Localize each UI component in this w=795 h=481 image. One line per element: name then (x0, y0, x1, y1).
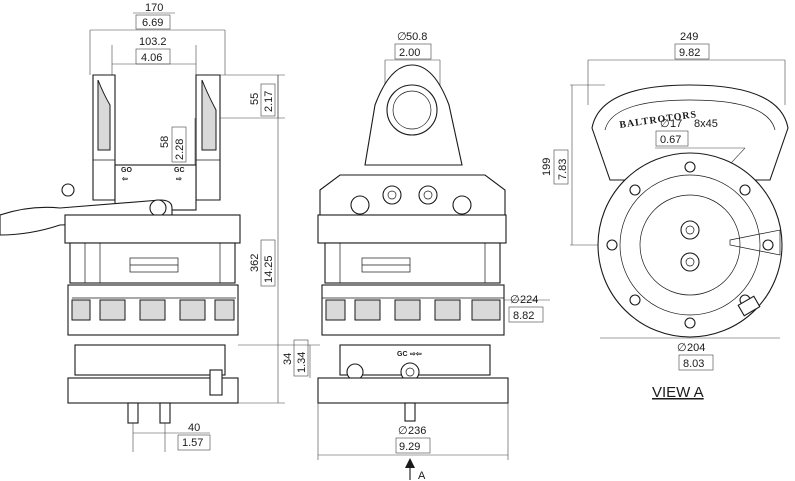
front-base-symbol: ∅ (398, 425, 408, 437)
side-lug-mm: 55 (249, 93, 261, 105)
front-view: ∅ 50.8 2.00 ∅ 224 8.82 (317, 31, 550, 481)
front-base-mm: 236 (408, 425, 426, 437)
front-body-symbol: ∅ (510, 294, 520, 306)
viewa-hole-mm: 17 (670, 118, 682, 130)
side-height-in: 14.25 (263, 255, 275, 283)
side-slot-mm: 58 (159, 136, 171, 148)
front-port-arrow: ⇨⇦ (410, 351, 422, 358)
viewa-width-mm: 249 (680, 31, 698, 43)
front-body-in: 8.82 (513, 310, 534, 322)
viewa-hole-symbol: ∅ (660, 118, 670, 130)
viewa-pcd-in: 8.03 (683, 358, 704, 370)
front-pin-mm: 50.8 (406, 31, 427, 43)
front-pin-symbol: ∅ (397, 31, 407, 43)
viewa-height-in: 7.83 (557, 159, 569, 180)
side-top-mm: 103.2 (139, 36, 167, 48)
side-width-mm: 170 (145, 2, 163, 14)
viewa-hole-count: 8x45 (694, 118, 718, 130)
view-arrow-a: A (418, 470, 426, 481)
side-port-arrow-right: ⇨ (176, 176, 182, 183)
side-view: 170 6.69 103.2 4.06 GO GC ⇦ ⇨ (0, 2, 320, 452)
front-body-mm: 224 (520, 294, 538, 306)
front-base-in: 9.29 (399, 441, 420, 453)
side-width-in: 6.69 (142, 17, 163, 29)
side-port-go: GO (121, 167, 132, 174)
front-port-gc: GC (397, 351, 408, 358)
side-port-gc: GC (174, 167, 185, 174)
viewa-width-in: 9.82 (679, 47, 700, 59)
viewa-pcd-symbol: ∅ (677, 342, 687, 354)
side-flange-mm: 34 (282, 353, 294, 365)
side-slot-in: 2.28 (174, 139, 186, 160)
side-top-in: 4.06 (141, 52, 162, 64)
viewa-height-mm: 199 (541, 158, 553, 176)
side-flange-in: 1.34 (296, 352, 308, 373)
view-a: 249 9.82 199 7.83 BALTROTORS ∅ 17 8x45 0… (541, 31, 789, 401)
viewa-pcd-mm: 204 (687, 342, 705, 354)
viewa-hole-in: 0.67 (660, 134, 681, 146)
side-port-arrow-left: ⇦ (121, 176, 128, 183)
side-ports-mm: 40 (188, 422, 200, 434)
side-ports-in: 1.57 (182, 437, 203, 449)
side-height-mm: 362 (249, 254, 261, 272)
front-pin-in: 2.00 (399, 47, 420, 59)
side-lug-in: 2.17 (263, 91, 275, 112)
view-a-title: VIEW A (652, 384, 704, 401)
